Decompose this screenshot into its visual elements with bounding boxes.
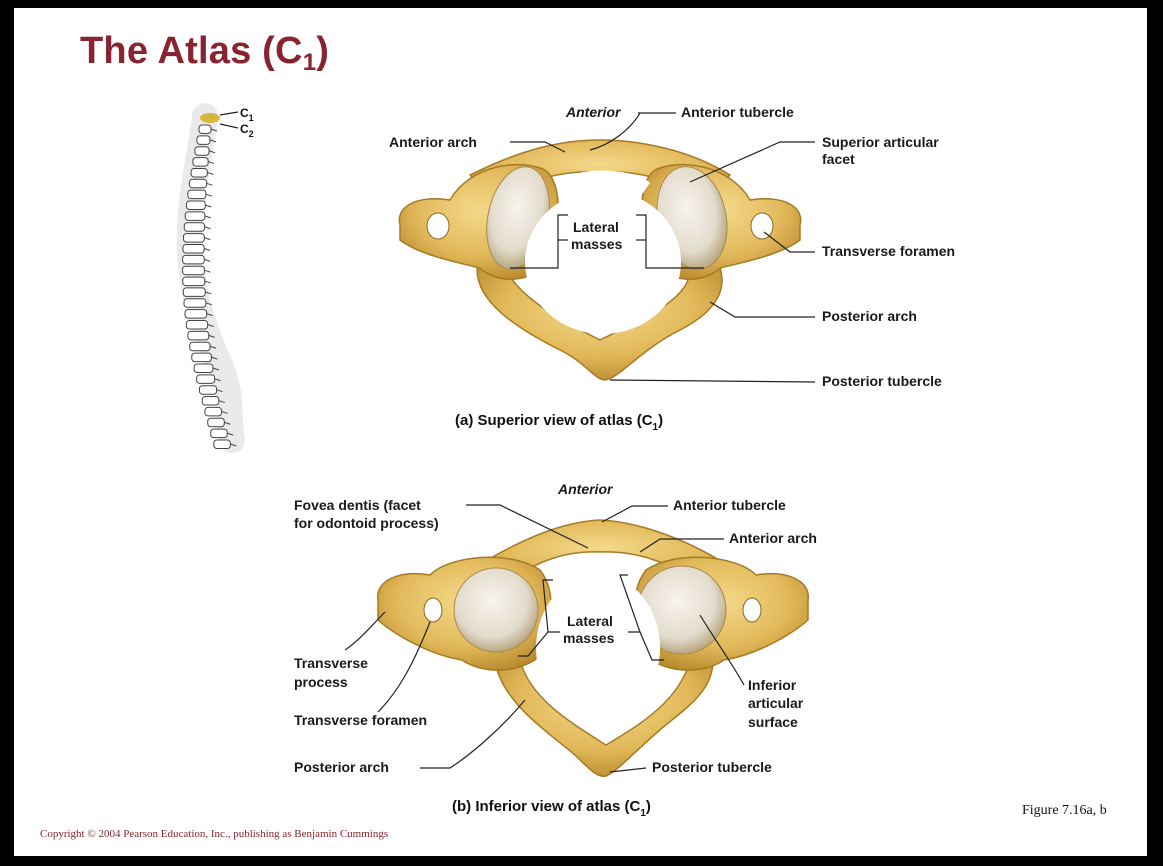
vertebra-outline — [183, 234, 204, 243]
superior-anterior-label: Anterior — [565, 104, 622, 120]
superior-caption: (a) Superior view of atlas (C1) — [455, 412, 663, 433]
inferior-lateral-label-1: Lateral — [567, 613, 613, 629]
vertebra-outline — [208, 418, 225, 427]
vertebra-outline — [183, 277, 205, 286]
vertebra-outline — [186, 321, 207, 330]
vertebra-outline — [197, 136, 210, 145]
spinous-process-outline — [204, 259, 210, 261]
inferior-anterior-tubercle-label: Anterior tubercle — [673, 497, 786, 513]
vertebra-outline — [185, 212, 205, 221]
vertebra-outline — [184, 223, 204, 232]
vertebra-outline — [199, 125, 211, 134]
inferior-anterior-arch-label: Anterior arch — [729, 530, 817, 546]
superior-transverse-foramen-label: Transverse foramen — [822, 243, 955, 259]
vertebra-outline — [191, 168, 207, 177]
superior-anterior-tubercle-label: Anterior tubercle — [681, 104, 794, 120]
vertebra-outline — [183, 244, 204, 253]
c2-label: C2 — [240, 122, 254, 139]
c1-highlight — [200, 113, 220, 123]
inferior-transverse-process-label-1: Transverse — [294, 655, 368, 671]
spinous-process-outline — [204, 270, 210, 272]
inferior-surface-label-1: Inferior — [748, 677, 797, 693]
inferior-view: Anterior Fovea dentis (facet for odontoi… — [294, 481, 817, 819]
c1-label: C1 — [240, 106, 254, 123]
vertebra-outline — [195, 147, 209, 156]
right-transverse-foramen — [751, 213, 773, 239]
inferior-vertebral-foramen — [536, 574, 660, 722]
spinous-process-outline — [204, 248, 210, 250]
inferior-transverse-process-label-2: process — [294, 674, 348, 690]
inferior-lateral-label-2: masses — [563, 630, 615, 646]
vertebra-outline — [183, 255, 205, 264]
vertebra-outline — [189, 179, 206, 188]
vertebra-outline — [202, 397, 219, 406]
spinous-process-outline — [204, 238, 210, 240]
inferior-transverse-foramen-label: Transverse foramen — [294, 712, 427, 728]
inferior-left-transverse-foramen — [424, 598, 442, 622]
vertebra-outline — [190, 342, 210, 351]
inferior-fovea-label-2: for odontoid process) — [294, 515, 439, 531]
vertebra-outline — [188, 331, 209, 340]
vertebra-outline — [194, 364, 213, 373]
vertebra-outline — [199, 386, 216, 395]
vertebra-outline — [211, 429, 228, 438]
vertebra-outline — [185, 310, 207, 319]
inferior-surface-label-2: articular — [748, 695, 804, 711]
superior-facet-label-2: facet — [822, 151, 855, 167]
spinous-process-outline — [205, 227, 211, 229]
superior-lateral-label-2: masses — [571, 236, 623, 252]
superior-lateral-label-1: Lateral — [573, 219, 619, 235]
spine-illustration: C1 C2 — [183, 106, 254, 449]
inferior-posterior-tubercle-label: Posterior tubercle — [652, 759, 772, 775]
inferior-surface-label-3: surface — [748, 714, 798, 730]
superior-anterior-arch-label: Anterior arch — [389, 134, 477, 150]
vertebra-outline — [183, 288, 205, 297]
left-transverse-foramen — [427, 213, 449, 239]
inferior-anterior-label: Anterior — [557, 481, 614, 497]
superior-posterior-arch-label: Posterior arch — [822, 308, 917, 324]
spinous-process-outline — [205, 216, 211, 218]
vertebra-outline — [183, 266, 205, 275]
vertebra-outline — [184, 299, 206, 308]
inferior-caption: (b) Inferior view of atlas (C1) — [452, 798, 651, 819]
spinous-process-outline — [206, 194, 212, 196]
vertebra-outline — [214, 440, 231, 449]
inferior-fovea-label-1: Fovea dentis (facet — [294, 497, 421, 513]
superior-facet-label-1: Superior articular — [822, 134, 939, 150]
vertebra-outline — [192, 353, 212, 362]
inferior-posterior-arch-label: Posterior arch — [294, 759, 389, 775]
superior-view: Anterior Anterior tubercle Anterior arch… — [389, 104, 955, 433]
figure-reference: Figure 7.16a, b — [1022, 803, 1107, 819]
vertebra-outline — [186, 201, 205, 210]
vertebra-outline — [197, 375, 215, 384]
inferior-left-articular-facet — [454, 568, 538, 652]
inferior-right-transverse-foramen — [743, 598, 761, 622]
vertebra-outline — [188, 190, 206, 199]
copyright-notice: Copyright © 2004 Pearson Education, Inc.… — [40, 828, 388, 840]
superior-posterior-tubercle-label: Posterior tubercle — [822, 373, 942, 389]
vertebra-outline — [205, 407, 222, 416]
vertebral-foramen — [525, 190, 681, 334]
spinous-process-outline — [205, 205, 211, 207]
vertebra-outline — [193, 158, 208, 167]
